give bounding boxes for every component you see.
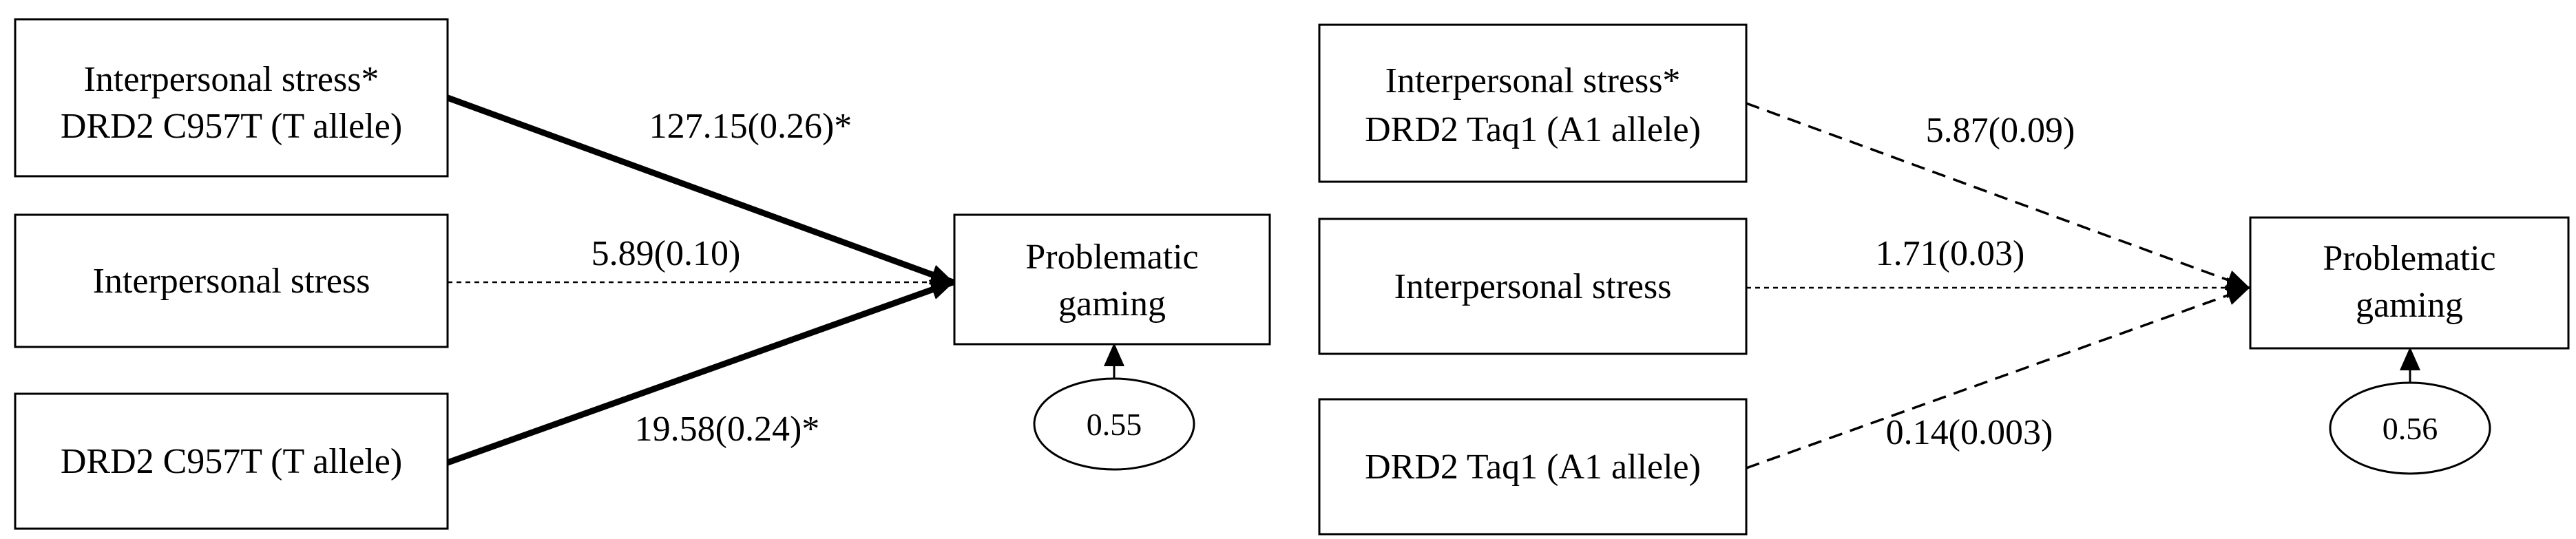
left-path-gene [446,279,954,466]
right-box-outcome-line2: gaming [2356,286,2463,325]
right-box-outcome-line1: Problematic [2323,239,2495,278]
right-box-stress [1318,218,1748,355]
right-box-gene [1318,398,1748,536]
right-model: Interpersonal stress* DRD2 Taq1 (A1 alle… [1318,23,2570,536]
left-error-ellipse [1033,377,1195,471]
left-coef-gene: 19.58(0.24)* [635,410,820,449]
left-box-interaction [14,18,449,178]
left-path-interaction [446,94,954,286]
right-error-ellipse [2329,381,2491,475]
right-coef-stress: 1.71(0.03) [1876,234,2025,273]
left-coef-interaction: 127.15(0.26)* [649,107,852,146]
left-box-gene-label: DRD2 C957T (T allele) [61,442,402,481]
right-box-interaction-line1: Interpersonal stress* [1385,61,1681,101]
right-box-interaction [1318,23,1748,183]
left-box-stress-label: Interpersonal stress [93,262,370,301]
right-box-outcome [2249,216,2570,350]
left-model: Interpersonal stress* DRD2 C957T (T alle… [14,18,1271,530]
left-box-outcome [953,213,1271,346]
right-path-gene [1746,285,2250,469]
left-box-interaction-line2: DRD2 C957T (T allele) [61,107,402,146]
right-box-gene-label: DRD2 Taq1 (A1 allele) [1365,447,1701,487]
right-coef-gene: 0.14(0.003) [1886,413,2053,452]
left-box-stress [14,213,449,348]
right-error-value: 0.56 [2383,411,2438,446]
left-box-interaction-line1: Interpersonal stress* [84,60,379,99]
right-coef-interaction: 5.87(0.09) [1926,111,2075,150]
right-box-stress-label: Interpersonal stress [1394,267,1672,306]
right-path-interaction [1746,102,2250,290]
left-box-gene [14,392,449,530]
right-box-interaction-line2: DRD2 Taq1 (A1 allele) [1365,110,1701,149]
left-box-outcome-line1: Problematic [1025,237,1198,277]
left-error-value: 0.55 [1087,407,1142,442]
left-box-outcome-line2: gaming [1058,284,1166,324]
left-coef-stress: 5.89(0.10) [591,234,741,273]
